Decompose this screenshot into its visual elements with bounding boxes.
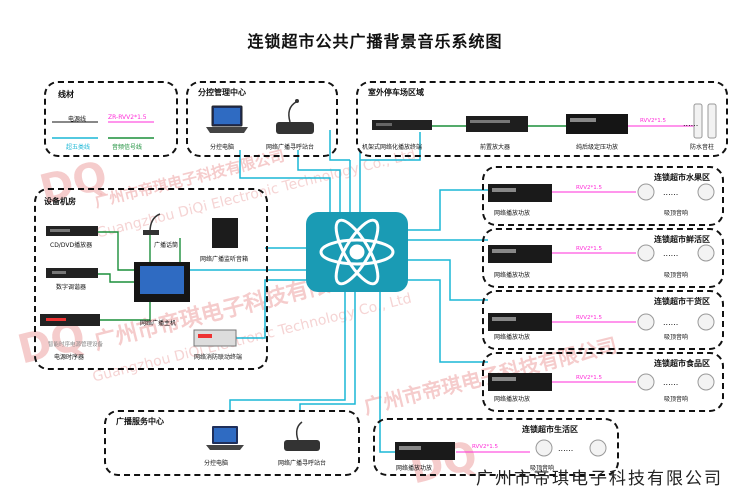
living-zone-title: 连锁超市生活区 (522, 425, 578, 434)
tuner-label: 数字调谐器 (56, 284, 87, 291)
legend-power: 电源线 (68, 116, 87, 123)
svg-text:......: ...... (683, 119, 698, 128)
zone-amplifier-icon (395, 442, 455, 460)
zone-amplifier-icon (488, 313, 552, 331)
parking-panel (356, 81, 728, 157)
zone-amp-label: 网络播放功放 (494, 396, 531, 403)
svg-text:......: ...... (663, 378, 678, 387)
sequencer-label: 电源时序器 (54, 354, 85, 361)
zone-speaker-label: 吸顶音响 (664, 396, 689, 403)
living-zone-speaker-label: 吸顶音响 (530, 465, 555, 472)
machine-room-panel (34, 188, 268, 370)
host-icon (134, 262, 190, 302)
svg-text:......: ...... (663, 318, 678, 327)
zone-title: 连锁超市食品区 (654, 359, 710, 368)
parking-preamp-label: 前置放大器 (480, 144, 511, 151)
preamp-icon (466, 116, 528, 132)
company-footer: 广州市帝琪电子科技有限公司 (476, 469, 723, 489)
legend-title: 线材 (58, 90, 74, 99)
zone-speaker-label: 吸顶音响 (664, 210, 689, 217)
column-speaker-icon: ...... (683, 103, 717, 139)
living-zone-panel (373, 418, 619, 476)
zone-cable-label: RVV2*1.5 (576, 185, 603, 191)
zone-amp-label: 网络播放功放 (494, 210, 531, 217)
svg-text:......: ...... (558, 444, 573, 453)
svg-text:......: ...... (663, 249, 678, 258)
zone-amp-label: 网络播放功放 (494, 334, 531, 341)
living-zone-amp-label: 网络播放功放 (396, 465, 433, 472)
laptop-icon (206, 105, 248, 133)
zone-cable-label: RVV2*1.5 (576, 375, 603, 381)
parking-amp-label: 纯后级定压功放 (576, 144, 619, 151)
broadcast-mic-icon (143, 213, 161, 235)
zone-title: 连锁超市鲜活区 (654, 235, 710, 244)
sub-control-mic-label: 网络广播寻呼站台 (266, 144, 315, 151)
zone-panel (482, 228, 724, 288)
parking-speaker-label: 防水音柱 (690, 144, 715, 151)
service-mic-label: 网络广播寻呼站台 (278, 460, 327, 467)
monitor-label: 网络广播监听音箱 (200, 256, 249, 263)
legend-cat5: 超五类线 (66, 144, 91, 151)
zone-panel (482, 352, 724, 412)
mic-label: 广播话筒 (154, 242, 179, 249)
zone-cable-label: RVV2*1.5 (576, 315, 603, 321)
cd-player-icon (46, 226, 98, 236)
legend-audio: 音频信号线 (112, 144, 143, 151)
machine-room-title: 设备机房 (44, 197, 76, 206)
ceiling-speaker-icon (535, 439, 607, 457)
legend-panel (44, 81, 178, 157)
sequencer-text: 智能时序电源管理设备 (48, 342, 104, 348)
zone-amplifier-icon (488, 373, 552, 391)
sub-control-title: 分控管理中心 (198, 88, 246, 97)
zone-speaker-label: 吸顶音响 (664, 334, 689, 341)
zone-cable-label: RVV2*1.5 (576, 246, 603, 252)
sub-control-panel (186, 81, 338, 157)
ceiling-speaker-icon (637, 183, 715, 391)
parking-cable-label: RVV2*1.5 (640, 118, 667, 124)
zone-title: 连锁超市干货区 (654, 297, 710, 306)
host-label: 网络广播主机 (140, 320, 177, 327)
atom-icon (319, 218, 395, 286)
tuner-icon (46, 268, 98, 278)
paging-station-icon (284, 421, 320, 451)
service-center-panel (104, 410, 360, 476)
paging-station-icon (276, 99, 314, 134)
service-center-title: 广播服务中心 (116, 417, 164, 426)
parking-title: 室外停车场区域 (368, 88, 424, 97)
parking-terminal-label: 机架式网络化播放终端 (362, 144, 423, 151)
living-zone-cable-label: RVV2*1.5 (472, 444, 499, 450)
service-pc-label: 分控电脑 (204, 460, 229, 467)
zone-amp-label: 网络播放功放 (494, 272, 531, 279)
terminal-icon (372, 120, 432, 130)
zone-speaker-label: 吸顶音响 (664, 272, 689, 279)
cd-label: CD/DVD播放器 (50, 242, 93, 249)
sequencer-icon (40, 314, 100, 326)
zone-title: 连锁超市水果区 (654, 173, 710, 182)
sub-control-pc-label: 分控电脑 (210, 144, 235, 151)
zone-amplifier-icon (488, 184, 552, 202)
fire-terminal-icon (193, 329, 237, 347)
svg-text:......: ...... (663, 188, 678, 197)
fire-label: 网络消防联动终端 (194, 354, 243, 361)
amplifier-icon (566, 114, 628, 134)
legend-speaker-cable: ZR-RVV2*1.5 (108, 114, 147, 121)
monitor-speaker-icon (212, 218, 238, 248)
zone-panel (482, 166, 724, 226)
zone-amplifier-icon (488, 245, 552, 263)
page-title: 连锁超市公共广播背景音乐系统图 (247, 32, 503, 51)
laptop-icon (206, 426, 244, 450)
zone-panel (482, 290, 724, 350)
